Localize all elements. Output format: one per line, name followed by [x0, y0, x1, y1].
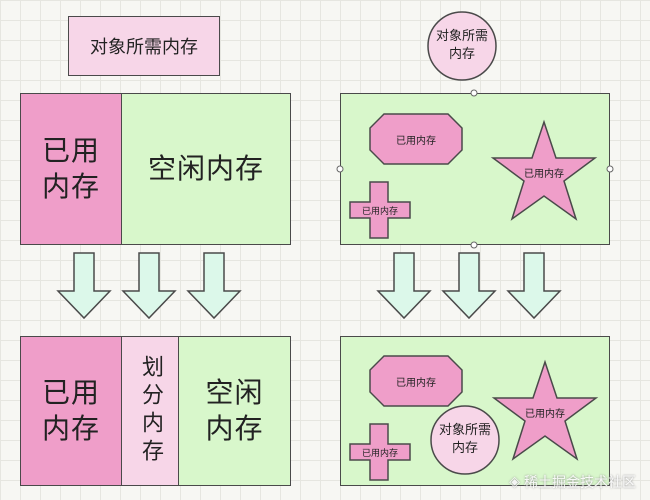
left-after-used-label: 已用内存	[41, 376, 100, 445]
right-after-star	[491, 359, 599, 461]
right-after-required-circle	[430, 405, 500, 475]
right-before-cross	[349, 181, 411, 239]
down-arrow-right-1	[376, 252, 432, 320]
ra-circle-label-wrap: 对象所需内存	[435, 420, 495, 460]
ra-octagon-label-wrap: 已用内存	[370, 356, 462, 406]
down-arrow-left-2	[121, 252, 177, 320]
watermark-text: 稀土掘金技术社区	[524, 475, 636, 491]
left-after-free-label: 空闲内存	[205, 376, 264, 445]
ra-circle-label: 对象所需内存	[438, 423, 491, 456]
right-after-cross	[349, 423, 411, 481]
rb-star-label: 已用内存	[524, 168, 564, 180]
left-after-free-block: 空闲内存	[178, 336, 291, 486]
rb-cross-label: 已用内存	[361, 206, 398, 217]
ra-star-label: 已用内存	[525, 408, 565, 420]
down-arrow-left-1	[56, 252, 112, 320]
left-before-used-label: 已用内存	[41, 134, 100, 203]
left-before-free-label: 空闲内存	[147, 152, 264, 185]
top-right-circle-label: 对象所需内存	[435, 29, 488, 62]
ra-cross-label-wrap: 已用内存	[350, 444, 410, 460]
watermark-logo-icon: ◈	[509, 474, 520, 490]
ra-star-label-wrap: 已用内存	[505, 400, 585, 424]
down-arrow-left-3	[186, 252, 242, 320]
left-after-used-block: 已用内存	[20, 336, 122, 486]
rb-octagon-label-wrap: 已用内存	[370, 114, 462, 164]
left-after-allocated-label: 划分内存	[138, 355, 163, 467]
selection-handles	[336, 89, 614, 249]
watermark: ◈ 稀土掘金技术社区	[509, 472, 636, 492]
right-before-octagon	[369, 113, 463, 165]
required-memory-label-box: 对象所需内存	[68, 16, 220, 76]
required-memory-circle	[427, 11, 497, 81]
right-after-octagon	[369, 355, 463, 407]
down-arrow-right-3	[506, 252, 562, 320]
left-before-free-block: 空闲内存	[121, 93, 291, 245]
right-before-star	[490, 119, 598, 221]
left-after-allocated-block: 划分内存	[121, 336, 179, 486]
ra-octagon-label: 已用内存	[396, 377, 436, 389]
rb-star-label-wrap: 已用内存	[504, 160, 584, 184]
required-memory-label: 对象所需内存	[90, 37, 198, 58]
rb-octagon-label: 已用内存	[396, 135, 436, 147]
down-arrow-right-2	[441, 252, 497, 320]
top-right-circle-label-wrap: 对象所需内存	[432, 26, 492, 66]
left-before-used-block: 已用内存	[20, 93, 122, 245]
rb-cross-label-wrap: 已用内存	[350, 202, 410, 218]
ra-cross-label: 已用内存	[361, 448, 398, 459]
